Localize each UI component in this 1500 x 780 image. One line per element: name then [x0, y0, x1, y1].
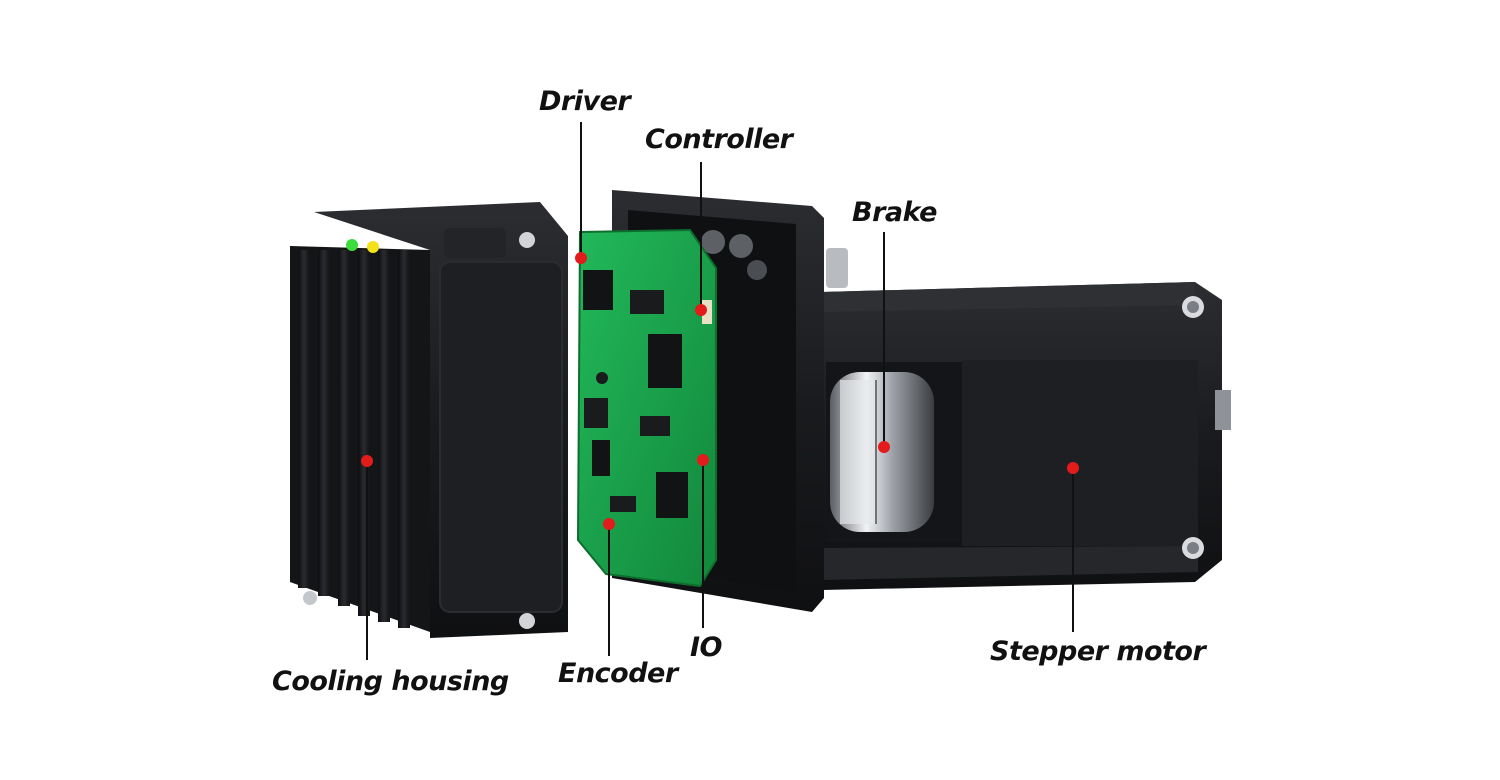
marker-encoder [603, 518, 615, 530]
label-stepper-motor: Stepper motor [990, 636, 1206, 667]
label-io: IO [690, 632, 723, 663]
marker-stepper-motor [1067, 462, 1079, 474]
label-brake: Brake [852, 197, 937, 228]
led-green-icon [346, 239, 358, 251]
marker-driver [575, 252, 587, 264]
leader-lines [366, 122, 1074, 660]
marker-cooling-housing [361, 455, 373, 467]
led-yellow-icon [367, 241, 379, 253]
label-cooling-housing: Cooling housing [272, 666, 509, 697]
marker-controller [695, 304, 707, 316]
markers [361, 252, 1079, 530]
label-encoder: Encoder [558, 658, 678, 689]
marker-io [697, 454, 709, 466]
label-driver: Driver [539, 86, 631, 117]
marker-brake [878, 441, 890, 453]
label-controller: Controller [645, 124, 793, 155]
cooling-housing [290, 202, 568, 638]
pcb-board [576, 228, 717, 588]
